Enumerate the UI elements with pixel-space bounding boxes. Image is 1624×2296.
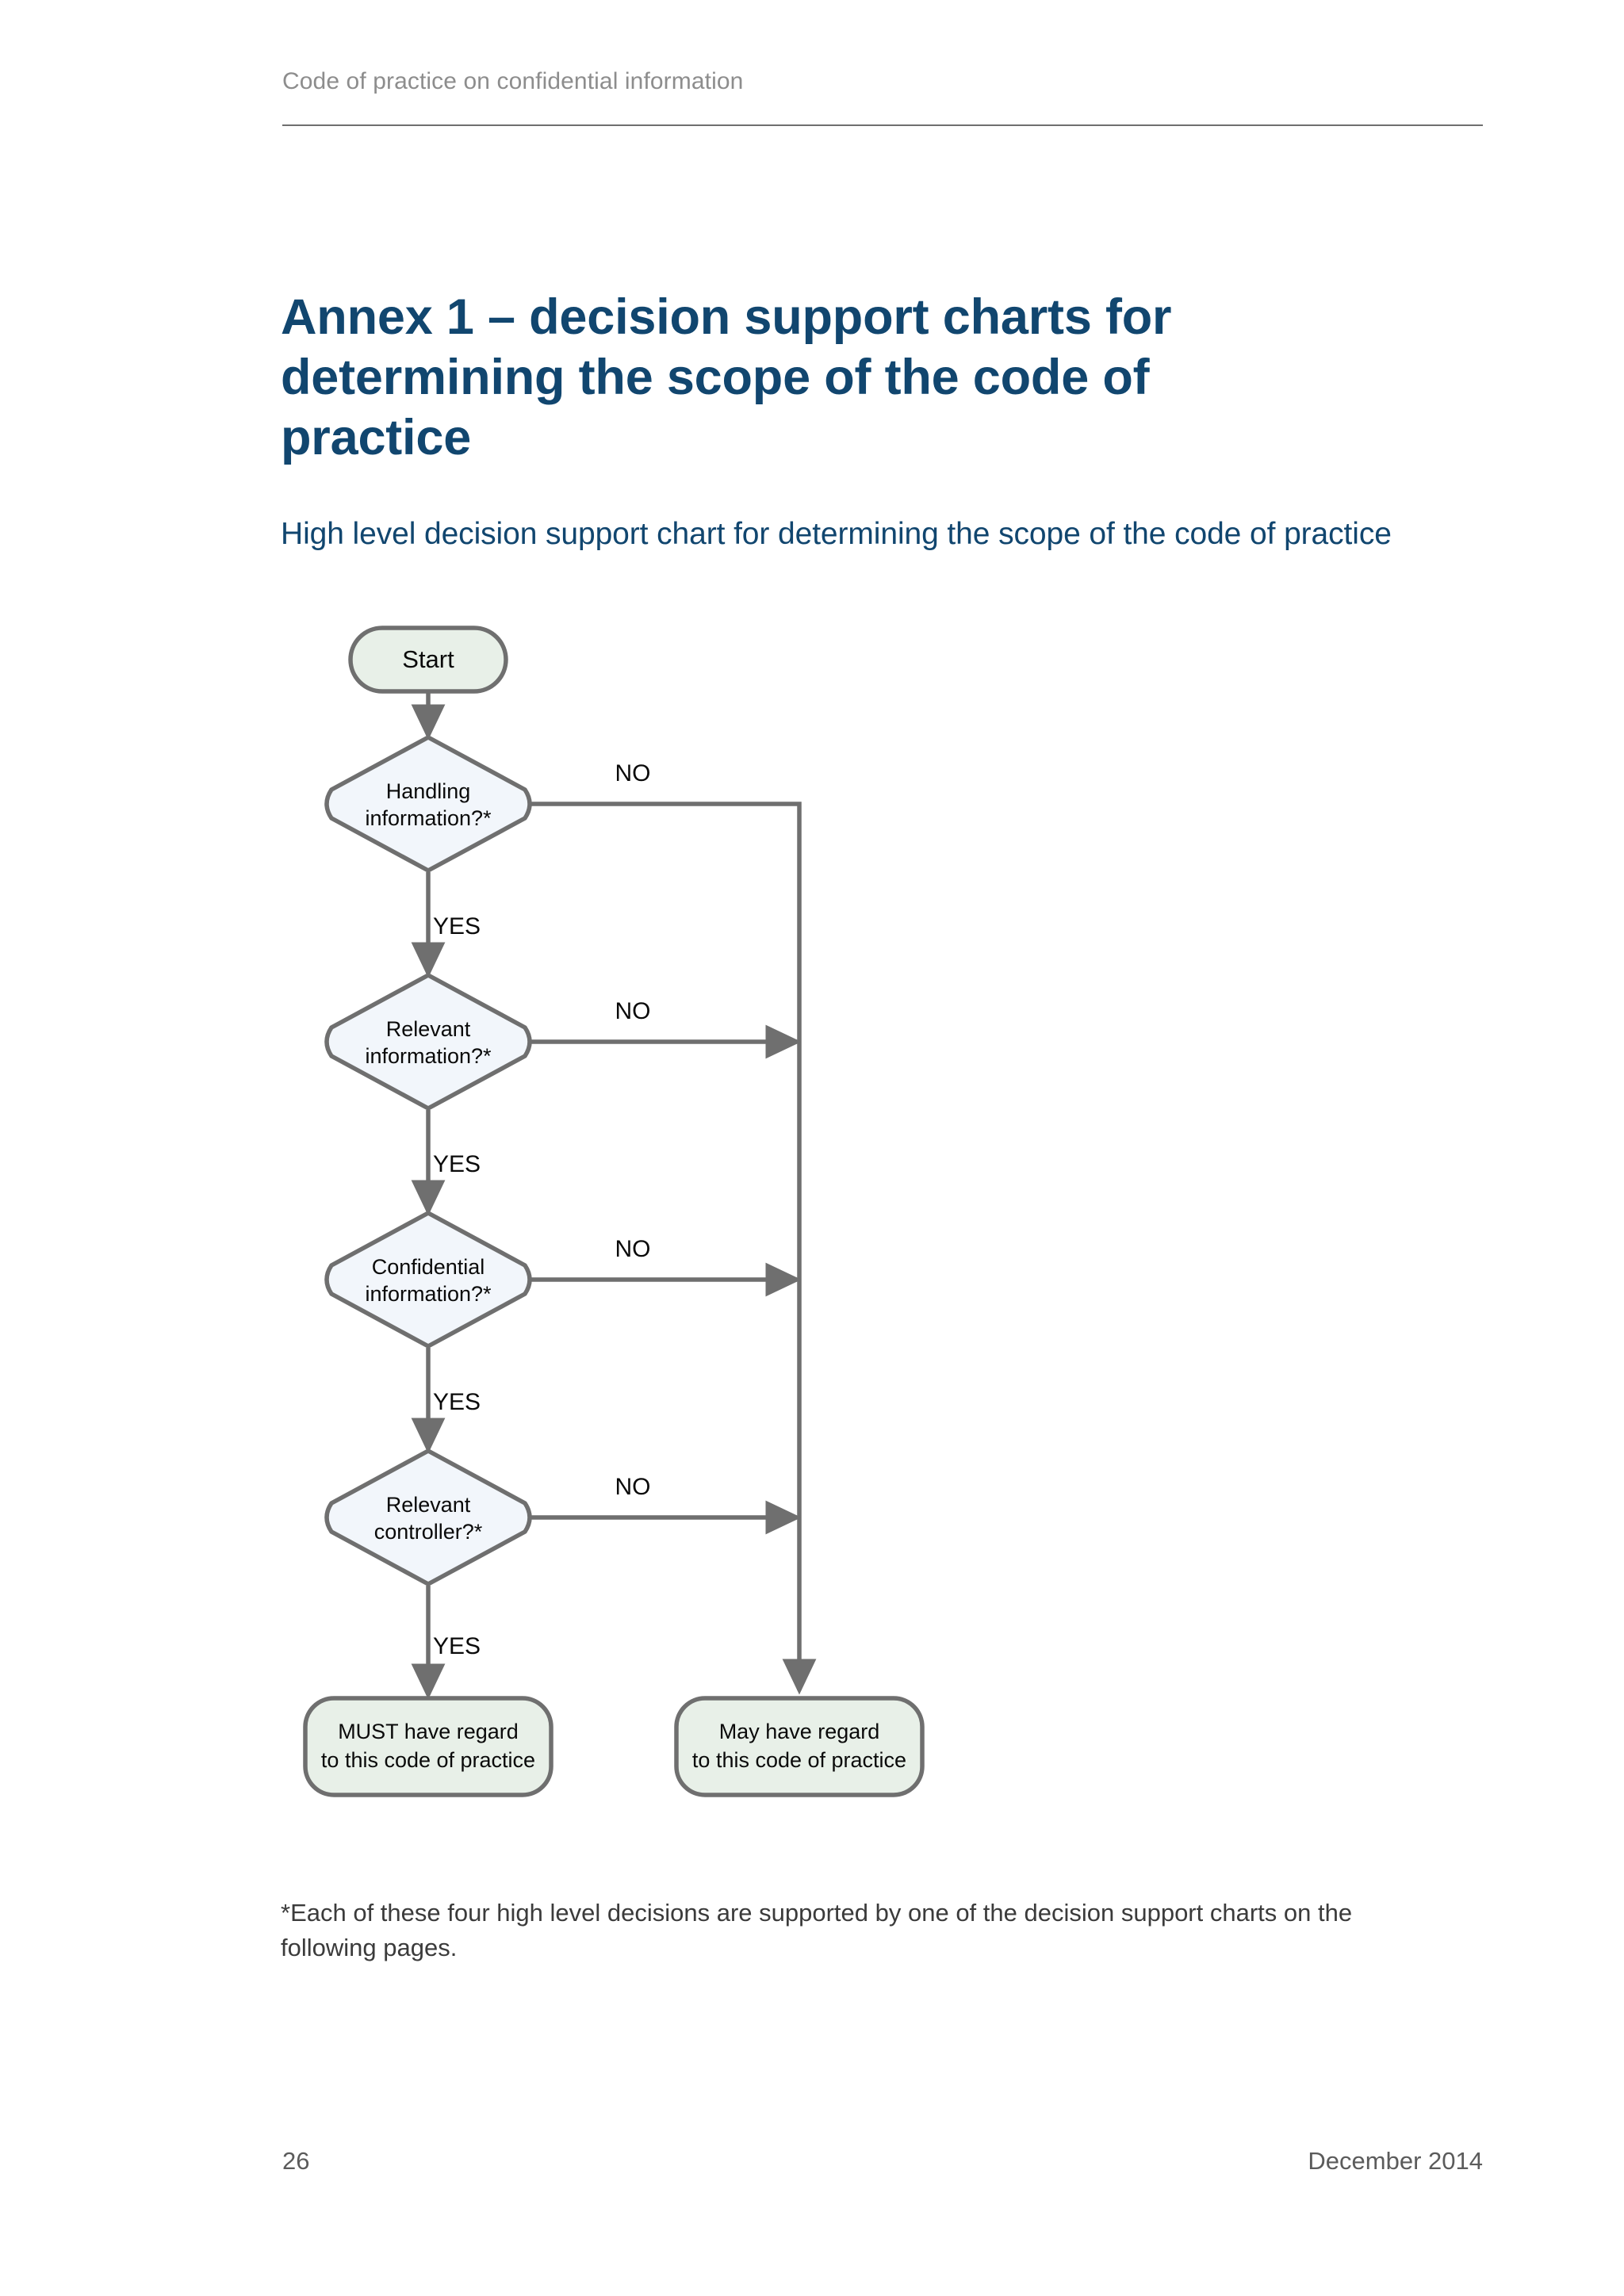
page-title: Annex 1 – decision support charts for de… — [281, 289, 1172, 466]
footer-date: December 2014 — [1308, 2147, 1483, 2175]
flow-node-may-have-regard-label-line2: to this code of practice — [692, 1748, 906, 1772]
edge-label-d4-no: NO — [615, 1474, 651, 1500]
edge-label-d3-yes: YES — [433, 1389, 481, 1415]
flow-node-relevant-information-label-line2: information?* — [365, 1044, 492, 1068]
edge-label-d3-no: NO — [615, 1236, 651, 1262]
flow-node-must-have-regard: MUST have regard to this code of practic… — [303, 1696, 553, 1797]
flow-node-relevant-controller-label-line2: controller?* — [374, 1520, 483, 1544]
header-rule — [282, 124, 1483, 126]
flow-node-relevant-controller-label-line1: Relevant — [386, 1493, 471, 1517]
flow-node-relevant-controller: Relevant controller?* — [324, 1448, 532, 1586]
edge-label-d4-yes: YES — [433, 1633, 481, 1659]
flow-node-confidential-information-label-line1: Confidential — [372, 1255, 485, 1279]
edge-label-d1-no: NO — [615, 760, 651, 786]
footnote-text: *Each of these four high level decisions… — [281, 1899, 1353, 1961]
flow-node-handling-information: Handling information?* — [324, 735, 532, 873]
running-header: Code of practice on confidential informa… — [282, 68, 744, 94]
page-number: 26 — [282, 2147, 310, 2175]
section-subtitle: High level decision support chart for de… — [281, 517, 1392, 552]
decision-support-flowchart: Start Handling information?* Relevant in… — [301, 610, 1094, 1816]
flow-node-may-have-regard-label-line1: May have regard — [719, 1720, 880, 1743]
flow-node-handling-information-label-line2: information?* — [365, 806, 492, 830]
edge-label-d2-no: NO — [615, 998, 651, 1024]
edge-label-d1-yes: YES — [433, 913, 481, 939]
flow-node-relevant-information: Relevant information?* — [324, 973, 532, 1111]
edge-label-d2-yes: YES — [433, 1151, 481, 1177]
flow-node-start: Start — [348, 626, 508, 694]
flow-node-relevant-information-label-line1: Relevant — [386, 1017, 471, 1041]
flow-node-must-have-regard-label-line1: MUST have regard — [338, 1720, 519, 1743]
connector-d1-no-trunk — [531, 802, 817, 1695]
flow-node-confidential-information-label-line2: information?* — [365, 1282, 492, 1306]
flow-node-start-label: Start — [402, 645, 454, 673]
flow-node-confidential-information: Confidential information?* — [324, 1211, 532, 1349]
flow-node-may-have-regard: May have regard to this code of practice — [674, 1696, 925, 1797]
flow-node-must-have-regard-label-line2: to this code of practice — [321, 1748, 535, 1772]
flow-node-handling-information-label-line1: Handling — [386, 779, 471, 803]
